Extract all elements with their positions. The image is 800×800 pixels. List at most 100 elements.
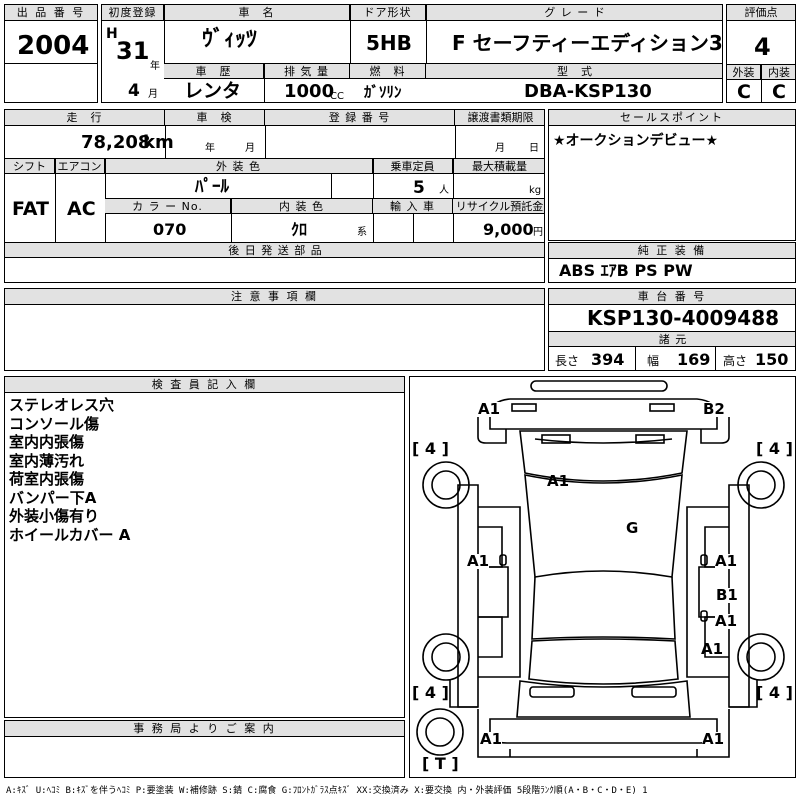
load-unit: kg (529, 185, 542, 196)
car-diagram (416, 380, 785, 758)
tread-rear-right: [ 4 ] (756, 683, 793, 702)
car-name-label: 車 名 (164, 5, 350, 21)
tread-value: 4 (768, 683, 781, 702)
color-no-value: 070 (153, 220, 187, 239)
spec-height-label: 高さ (723, 354, 748, 368)
load-label: 最大積載量 (453, 159, 544, 174)
mark-rear-fender-right: A1 (701, 640, 724, 658)
mark-front-left-corner: A1 (478, 400, 501, 418)
inspector-box: 検 査 員 記 入 欄 ステレオレス穴 コンソール傷 室内内張傷 室内薄汚れ 荷… (4, 376, 405, 718)
exterior-score-value: C (737, 81, 751, 103)
interior-score-value: C (772, 81, 786, 103)
grade-label: グ レ ー ド (426, 5, 722, 21)
interior-unit: 系 (357, 227, 367, 238)
equipment-box: 純 正 装 備 ABS ｴｱB PS PW (548, 242, 796, 283)
equipment-value: ABS ｴｱB PS PW (559, 261, 693, 280)
grade-value: F セーフティーエディション3 (452, 31, 723, 55)
fuel-label: 燃 料 (350, 64, 426, 79)
chassis-box: 車 台 番 号 KSP130-4009488 諸 元 長さ 394 幅 169 … (548, 288, 796, 371)
model-label: 型 式 (426, 64, 722, 79)
score-label: 評価点 (727, 5, 795, 21)
transfer-day-unit: 日 (529, 143, 539, 154)
tread-rear-left: [ 4 ] (412, 683, 449, 702)
selling-point-text: ★オークションデビュー★ (553, 133, 719, 149)
reg-year: 31 (116, 37, 150, 65)
main-info-box: 走 行 車 検 登 録 番 号 譲渡書類期限 78,208 km 年 月 月 日… (4, 109, 545, 283)
model-value: DBA-KSP130 (524, 81, 652, 102)
inspector-line: 室内薄汚れ (9, 451, 85, 470)
tread-front-left: [ 4 ] (412, 439, 449, 458)
mark-bumper-rear-left: A1 (480, 730, 503, 748)
mileage-unit: km (143, 132, 174, 153)
interior-value: ｸﾛ (291, 220, 308, 239)
inspector-line: ホイールカバー A (9, 525, 131, 544)
recycle-value: 9,000 (483, 220, 534, 239)
interior-score-label: 内装 (761, 65, 795, 80)
transfer-label: 譲渡書類期限 (455, 110, 544, 126)
spec-length-value: 394 (591, 350, 625, 369)
mark-bonnet: A1 (547, 472, 570, 490)
plate-label: 登 録 番 号 (265, 110, 455, 126)
spare-tire-mark: [ T ] (422, 754, 459, 773)
lot-number-label: 出 品 番 号 (5, 5, 97, 21)
notes-label: 注 意 事 項 欄 (5, 289, 544, 305)
tread-value: 4 (424, 683, 437, 702)
inspector-lines: ステレオレス穴 コンソール傷 室内内張傷 室内薄汚れ 荷室内張傷 バンパー下A … (9, 396, 130, 544)
inspector-line: 荷室内張傷 (9, 470, 85, 488)
later-parts-label: 後 日 発 送 部 品 (5, 243, 544, 258)
recycle-unit: 円 (533, 227, 543, 238)
exterior-score-label: 外装 (727, 65, 761, 80)
tread-value: 4 (424, 439, 437, 458)
color-label: 外 装 色 (105, 159, 373, 174)
vehicle-summary-box: 初度登録 車 名 ドア形状 グ レ ー ド H 31 年 ｳﾞｨｯﾂ 5HB F… (101, 4, 723, 103)
inspector-line: コンソール傷 (9, 414, 100, 433)
score-box: 評価点 4 外装 内装 C C (726, 4, 796, 103)
ac-value: AC (67, 198, 96, 220)
chassis-label: 車 台 番 号 (549, 289, 795, 305)
mark-door-right: A1 (715, 552, 738, 570)
capacity-unit: 人 (439, 185, 449, 196)
ac-label: エアコン (55, 159, 105, 174)
spare-value: T (434, 754, 446, 773)
transfer-month-unit: 月 (495, 143, 505, 154)
recycle-label: リサイクル預託金 (453, 199, 544, 214)
mileage-value: 78,208 (81, 132, 151, 153)
reg-era: H (106, 26, 118, 42)
import-label: 輸 入 車 (373, 199, 453, 214)
door-type-label: ドア形状 (350, 5, 426, 21)
inspector-line: 外装小傷有り (9, 507, 100, 525)
inspector-line: 室内内張傷 (9, 433, 85, 451)
mark-bumper-rear-right: A1 (702, 730, 725, 748)
shift-value: FAT (12, 198, 49, 220)
first-registration-label: 初度登録 (102, 5, 164, 21)
chassis-value: KSP130-4009488 (587, 306, 780, 330)
mark-rear-door-right: A1 (715, 612, 738, 630)
inspector-line: バンパー下A (9, 488, 97, 507)
capacity-value: 5 (413, 178, 425, 198)
mark-roof: G (626, 519, 639, 537)
displacement-value: 1000 (284, 81, 335, 102)
inspection-label: 車 検 (165, 110, 265, 126)
interior-label: 内 装 色 (231, 199, 373, 214)
door-type-value: 5HB (366, 31, 412, 55)
mark-pillar-right: B1 (716, 586, 738, 604)
selling-point-box: セールスポイント ★オークションデビュー★ (548, 109, 796, 241)
office-box: 事 務 局 よ り ご 案 内 (4, 720, 405, 778)
spec-length-label: 長さ (555, 354, 580, 368)
history-value: レンタ (184, 80, 242, 102)
displacement-label: 排 気 量 (264, 64, 350, 79)
mileage-label: 走 行 (5, 110, 165, 126)
shift-label: シフト (5, 159, 55, 174)
inspector-line: ステレオレス穴 (9, 396, 115, 414)
office-label: 事 務 局 よ り ご 案 内 (5, 721, 404, 737)
lot-number-value: 2004 (17, 31, 90, 61)
lot-number-box: 出 品 番 号 2004 (4, 4, 98, 103)
tread-front-right: [ 4 ] (756, 439, 793, 458)
notes-box: 注 意 事 項 欄 (4, 288, 545, 371)
mark-front-right-corner: B2 (703, 400, 725, 418)
color-value: ﾊﾟｰﾙ (195, 177, 229, 197)
history-label: 車 歴 (164, 64, 264, 79)
mark-door-left: A1 (467, 552, 490, 570)
spec-width-value: 169 (677, 350, 711, 369)
tread-value: 4 (768, 439, 781, 458)
